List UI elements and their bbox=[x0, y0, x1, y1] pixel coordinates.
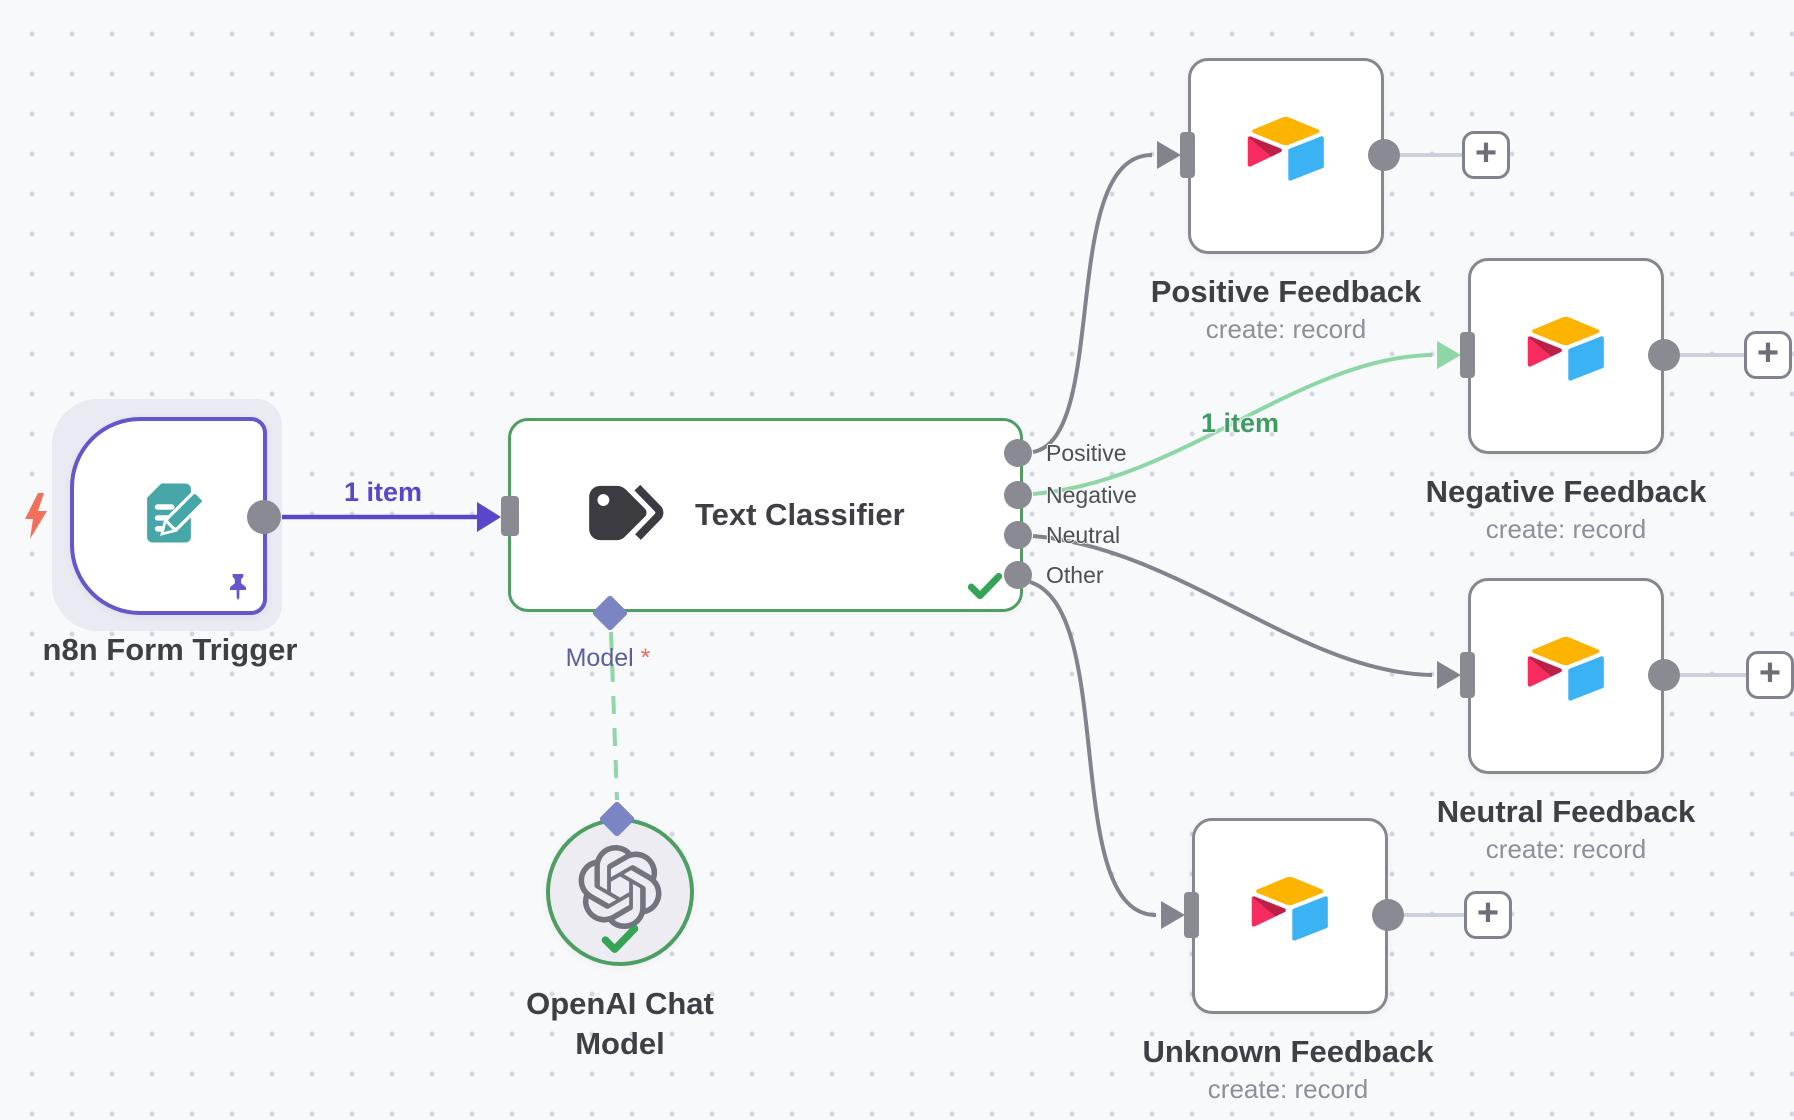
model-input-text: Model bbox=[565, 644, 634, 672]
airtable-logo-icon bbox=[1527, 316, 1604, 381]
port-positive-output[interactable] bbox=[1368, 139, 1400, 171]
plus-icon: + bbox=[1474, 132, 1498, 174]
subtitle-neutral-feedback: create: record bbox=[1485, 834, 1647, 864]
plus-icon: + bbox=[1758, 652, 1782, 694]
connection-neutral[interactable] bbox=[1032, 534, 1433, 677]
subtitle-positive-feedback: create: record bbox=[1205, 314, 1367, 344]
port-positive-input[interactable] bbox=[1180, 132, 1195, 178]
connection-negative[interactable] bbox=[1032, 353, 1433, 496]
openai-success-check-icon bbox=[601, 925, 639, 953]
port-trigger-output[interactable] bbox=[247, 500, 281, 534]
add-node-button-neutral[interactable]: + bbox=[1746, 651, 1794, 699]
add-node-button-positive[interactable]: + bbox=[1462, 131, 1510, 179]
arrowhead-other bbox=[1161, 901, 1185, 929]
port-neutral-input[interactable] bbox=[1460, 652, 1475, 698]
port-neutral-output[interactable] bbox=[1648, 659, 1680, 691]
add-node-button-unknown[interactable]: + bbox=[1464, 891, 1512, 939]
output-label-positive: Positive bbox=[1046, 440, 1127, 466]
airtable-logo-icon bbox=[1527, 636, 1604, 701]
lightning-bolt-icon bbox=[25, 493, 47, 539]
airtable-logo-icon bbox=[1247, 116, 1324, 181]
port-output-positive[interactable] bbox=[1004, 439, 1032, 467]
output-label-other: Other bbox=[1046, 562, 1104, 588]
label-model-input: Model * bbox=[508, 644, 708, 673]
port-output-other[interactable] bbox=[1004, 561, 1032, 589]
port-negative-input[interactable] bbox=[1460, 332, 1475, 378]
label-form-trigger: n8n Form Trigger bbox=[42, 632, 298, 667]
port-negative-output[interactable] bbox=[1648, 339, 1680, 371]
arrowhead-positive bbox=[1157, 141, 1181, 169]
label-neutral-feedback: Neutral Feedback bbox=[1436, 794, 1696, 829]
label-negative-feedback: Negative Feedback bbox=[1425, 474, 1707, 509]
connection-model[interactable] bbox=[609, 631, 619, 801]
plus-icon: + bbox=[1476, 892, 1500, 934]
node-unknown-feedback[interactable] bbox=[1192, 818, 1388, 1014]
output-label-negative: Negative bbox=[1046, 482, 1137, 508]
required-asterisk: * bbox=[640, 644, 651, 672]
arrowhead-neutral bbox=[1437, 661, 1461, 689]
connection-positive[interactable] bbox=[1032, 153, 1153, 454]
label-openai-line1: OpenAI Chat bbox=[526, 986, 714, 1021]
tags-icon bbox=[589, 484, 664, 541]
arrowhead-negative bbox=[1437, 341, 1461, 369]
subtitle-negative-feedback: create: record bbox=[1485, 514, 1647, 544]
port-unknown-output[interactable] bbox=[1372, 899, 1404, 931]
port-output-neutral[interactable] bbox=[1004, 521, 1032, 549]
arrowhead-trigger-to-classifier bbox=[477, 502, 501, 532]
connection-other[interactable] bbox=[1029, 580, 1157, 917]
airtable-logo-icon bbox=[1251, 876, 1328, 941]
label-openai-line2: Model bbox=[575, 1026, 665, 1061]
label-unknown-feedback: Unknown Feedback bbox=[1142, 1034, 1434, 1069]
add-node-button-negative[interactable]: + bbox=[1744, 331, 1792, 379]
label-text-classifier: Text Classifier bbox=[695, 497, 905, 532]
port-unknown-input[interactable] bbox=[1184, 892, 1199, 938]
openai-logo-icon bbox=[578, 845, 662, 929]
output-label-neutral: Neutral bbox=[1046, 522, 1121, 548]
port-output-negative[interactable] bbox=[1004, 481, 1032, 509]
connection-label-trigger: 1 item bbox=[343, 477, 423, 507]
classifier-success-check-icon bbox=[967, 572, 1003, 600]
port-classifier-input[interactable] bbox=[501, 496, 519, 536]
subtitle-unknown-feedback: create: record bbox=[1207, 1074, 1369, 1104]
form-document-icon bbox=[147, 483, 204, 543]
label-positive-feedback: Positive Feedback bbox=[1150, 274, 1422, 309]
node-text-classifier[interactable] bbox=[508, 418, 1023, 612]
connection-label-negative: 1 item bbox=[1200, 408, 1280, 438]
node-neutral-feedback[interactable] bbox=[1468, 578, 1664, 774]
plus-icon: + bbox=[1756, 332, 1780, 374]
pin-icon bbox=[230, 574, 246, 601]
